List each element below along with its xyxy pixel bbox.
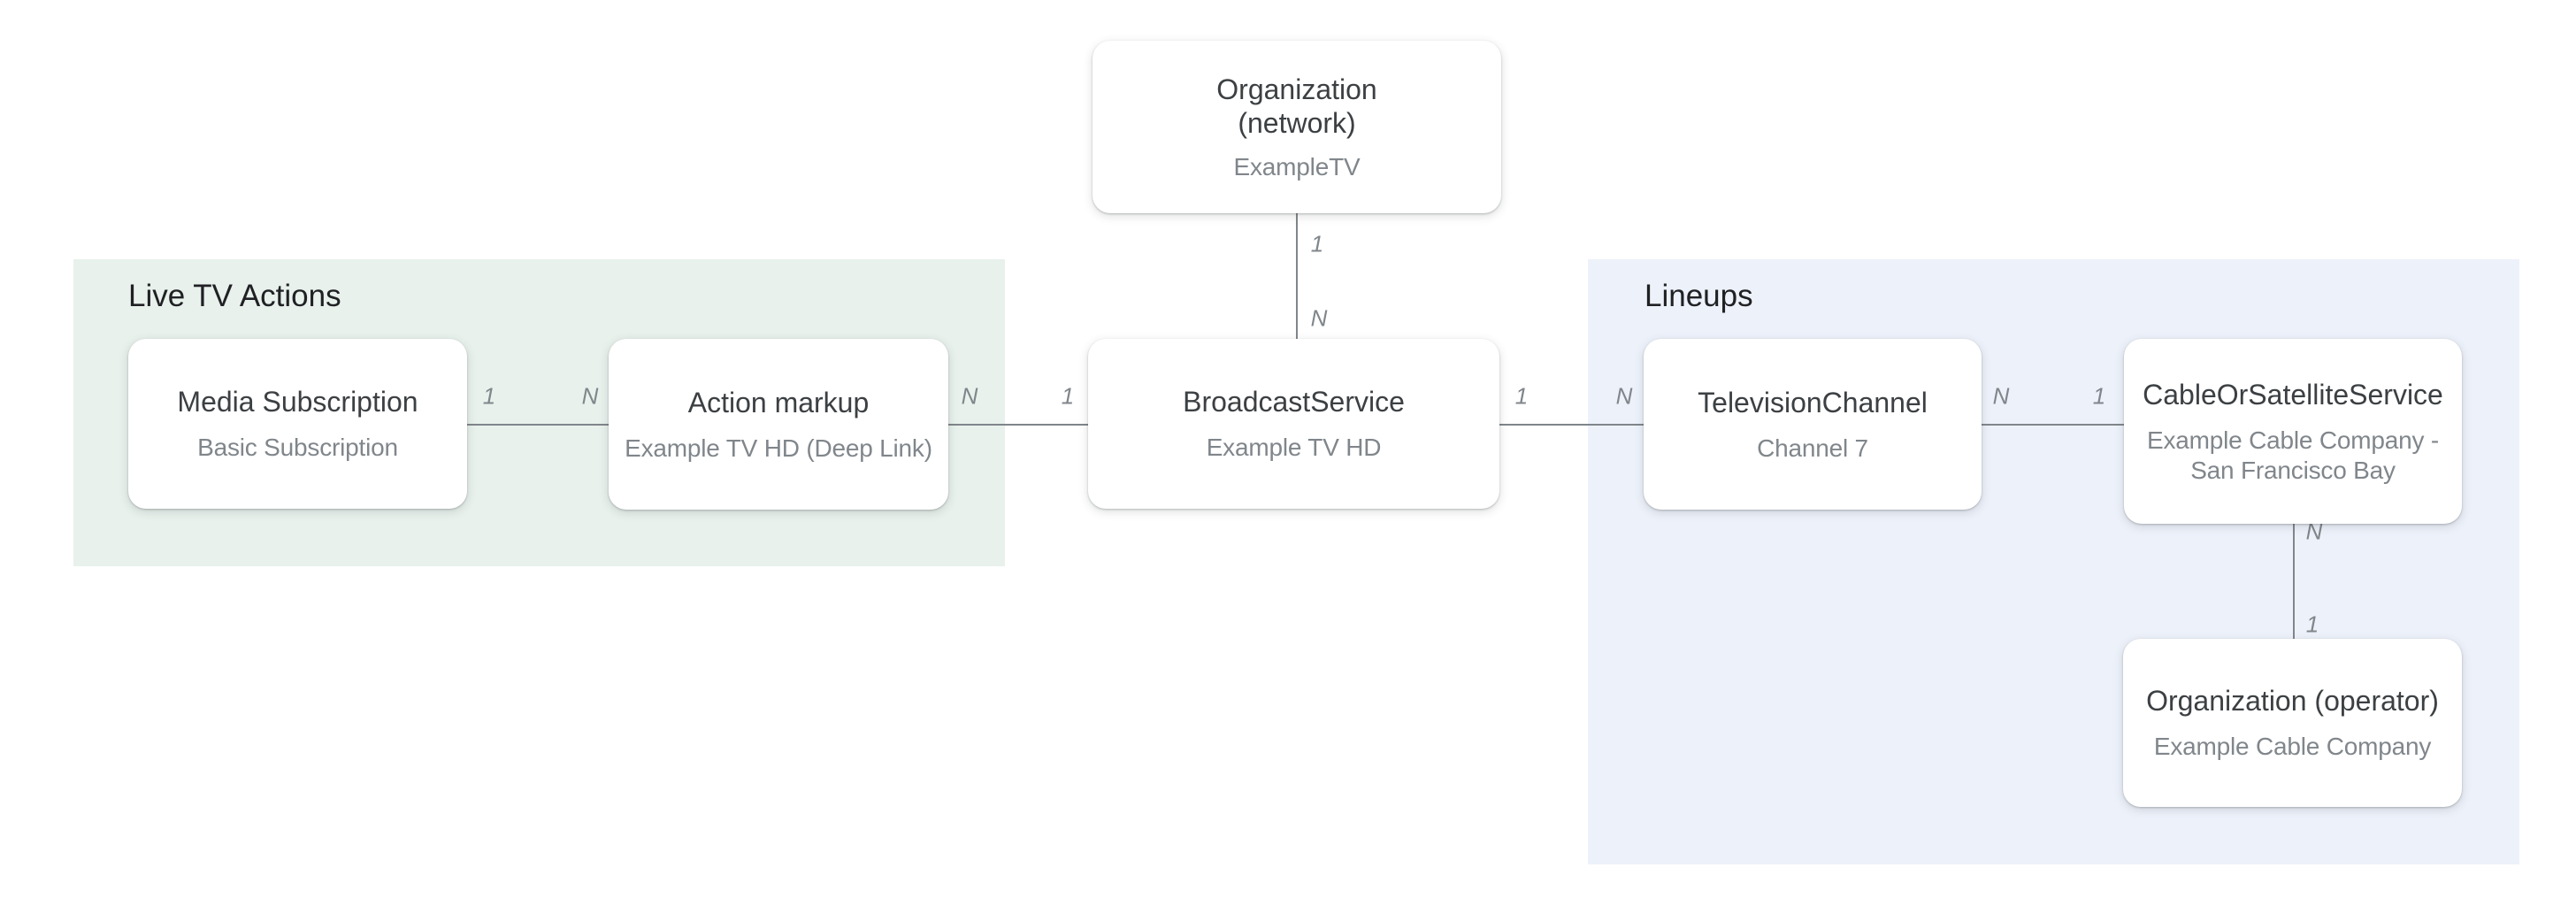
cardinality-label: N (2305, 518, 2323, 545)
cardinality-label: N (1992, 382, 2010, 410)
node-subtitle: Example Cable Company (2153, 733, 2432, 760)
cardinality-label: 1 (482, 382, 496, 410)
node-title: Media Subscription (177, 386, 418, 418)
group-label-lineups: Lineups (1644, 279, 1753, 313)
node-subtitle: Example TV HD (Deep Link) (625, 434, 932, 462)
cardinality-label: N (961, 382, 978, 410)
cardinality-label: N (581, 382, 599, 410)
cardinality-label: 1 (1514, 382, 1529, 410)
node-organization-network: Organization (network) ExampleTV (1092, 41, 1501, 213)
node-subtitle: Basic Subscription (197, 434, 398, 461)
node-title: BroadcastService (1183, 386, 1405, 418)
cardinality-label: N (1310, 304, 1328, 332)
edge-television-cable-line (1982, 424, 2124, 426)
node-title: Action markup (687, 386, 870, 418)
cardinality-label: 1 (1061, 382, 1075, 410)
node-title: TelevisionChannel (1698, 386, 1928, 418)
edge-network-broadcast-line (1296, 213, 1298, 339)
cardinality-label: N (1615, 382, 1633, 410)
edge-media-action-line (467, 424, 609, 426)
edge-broadcast-television-line (1499, 424, 1644, 426)
edge-action-broadcast-line (948, 424, 1088, 426)
node-broadcast-service: BroadcastService Example TV HD (1088, 339, 1499, 509)
node-title: Organization (network) (1216, 73, 1377, 139)
cardinality-label: 1 (2305, 610, 2319, 638)
cardinality-label: 1 (1310, 230, 1324, 257)
node-action-markup: Action markup Example TV HD (Deep Link) (609, 339, 948, 510)
node-title: Organization (operator) (2146, 685, 2439, 717)
node-subtitle: ExampleTV (1233, 152, 1361, 180)
node-title: CableOrSatelliteService (2143, 378, 2443, 411)
cardinality-label: 1 (2092, 382, 2106, 410)
group-label-live-tv-actions: Live TV Actions (128, 279, 341, 313)
node-subtitle: Example Cable Company - San Francisco Ba… (2147, 426, 2439, 484)
node-subtitle: Channel 7 (1757, 434, 1868, 462)
node-cable-or-satellite-service: CableOrSatelliteService Example Cable Co… (2124, 339, 2462, 524)
node-media-subscription: Media Subscription Basic Subscription (128, 339, 467, 509)
node-television-channel: TelevisionChannel Channel 7 (1644, 339, 1982, 510)
node-subtitle: Example TV HD (1206, 434, 1382, 461)
edge-cable-operator-line (2293, 524, 2295, 639)
node-organization-operator: Organization (operator) Example Cable Co… (2123, 639, 2462, 807)
